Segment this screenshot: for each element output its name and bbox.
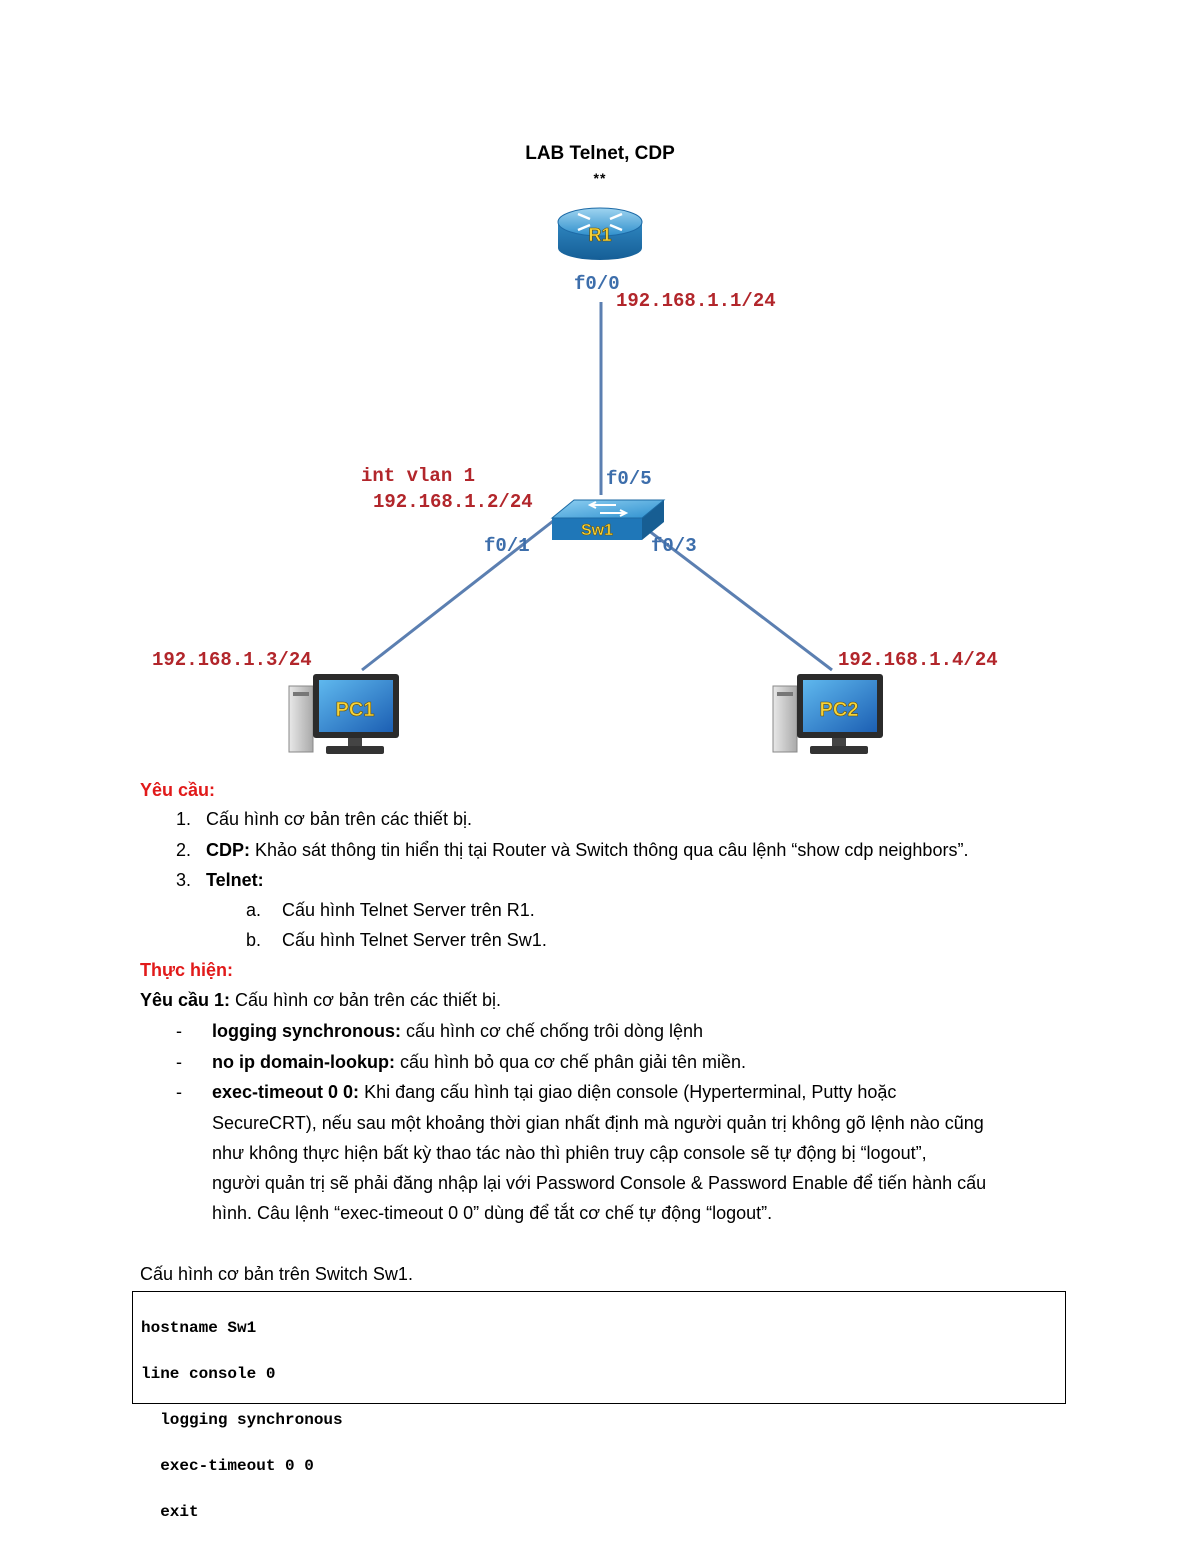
- bullet-text: cấu hình cơ chế chống trôi dòng lệnh: [401, 1021, 704, 1041]
- bullet-bold: exec-timeout 0 0:: [212, 1082, 360, 1102]
- pc2-ip-label: 192.168.1.4/24: [838, 649, 998, 671]
- page-subtitle: **: [593, 170, 607, 186]
- switch-ip-label: 192.168.1.2/24: [373, 491, 533, 513]
- pc2-icon: PC2: [772, 674, 883, 754]
- implementation-heading: Thực hiện:: [140, 960, 234, 980]
- bullet-text: cấu hình bỏ qua cơ chế phân giải tên miề…: [394, 1052, 747, 1072]
- subitem-text: Cấu hình Telnet Server trên R1.: [282, 900, 535, 920]
- switch-port-up-label: f0/5: [606, 468, 652, 490]
- requirement-number: 1.: [176, 809, 192, 829]
- bullet-dash: -: [176, 1052, 182, 1072]
- requirement-subitem-b: b. Cấu hình Telnet Server trên Sw1.: [246, 925, 547, 955]
- config-code-block: hostname Sw1 line console 0 logging sync…: [132, 1291, 1066, 1521]
- pc1-icon: PC1: [288, 674, 399, 754]
- bullet-dash: -: [176, 1021, 182, 1041]
- bullet-item-1: - logging synchronous: cấu hình cơ chế ch…: [176, 1016, 703, 1046]
- subitem-letter: b.: [246, 930, 262, 950]
- req1-line: Yêu cầu 1: Cấu hình cơ bản trên các thiế…: [140, 985, 501, 1015]
- requirement-subitem-a: a. Cấu hình Telnet Server trên R1.: [246, 895, 535, 925]
- subitem-letter: a.: [246, 900, 262, 920]
- network-diagram: R1 Sw1 PC1 PC2: [288, 207, 883, 754]
- requirement-number: 2.: [176, 840, 192, 860]
- req1-text: Cấu hình cơ bản trên các thiết bị.: [230, 990, 502, 1010]
- bullet-continuation-3: người quản trị sẽ phải đăng nhập lại với…: [212, 1173, 987, 1193]
- switch-name: Sw1: [581, 522, 613, 539]
- code-line: exit: [141, 1503, 199, 1521]
- link-sw1-pc2: [631, 516, 833, 672]
- requirement-text: Khảo sát thông tin hiển thị tại Router v…: [250, 840, 969, 860]
- requirement-number: 3.: [176, 870, 192, 890]
- switch-config-label: Cấu hình cơ bản trên Switch Sw1.: [140, 1264, 413, 1284]
- router-port-label: f0/0: [574, 273, 620, 295]
- bullet-item-2: - no ip domain-lookup: cấu hình bỏ qua cơ…: [176, 1047, 746, 1077]
- req1-bold: Yêu cầu 1:: [140, 990, 231, 1010]
- requirement-bold: Telnet:: [206, 870, 264, 890]
- bullet-text: Khi đang cấu hình tại giao diện console …: [359, 1082, 897, 1102]
- requirement-bold: CDP:: [206, 840, 250, 860]
- switch-port-left-label: f0/1: [484, 535, 530, 557]
- switch-vlan-label: int vlan 1: [361, 465, 476, 487]
- pc1-name: PC1: [336, 699, 375, 721]
- switch-port-right-label: f0/3: [651, 535, 697, 557]
- code-line: logging synchronous: [141, 1411, 343, 1429]
- code-line: exec-timeout 0 0: [141, 1457, 314, 1475]
- code-line: hostname Sw1: [141, 1319, 257, 1337]
- router-icon: R1: [557, 207, 643, 260]
- switch-icon: Sw1: [550, 499, 666, 540]
- requirement-text: Cấu hình cơ bản trên các thiết bị.: [206, 809, 472, 829]
- requirement-item-2: 2. CDP: Khảo sát thông tin hiển thị tại R…: [176, 835, 968, 865]
- bullet-item-3: - exec-timeout 0 0: Khi đang cấu hình tại…: [176, 1077, 896, 1107]
- bullet-bold: no ip domain-lookup:: [212, 1052, 395, 1072]
- requirements-heading: Yêu cầu:: [140, 780, 216, 800]
- page-title: LAB Telnet, CDP: [525, 143, 675, 164]
- router-name: R1: [588, 225, 611, 245]
- code-line: line console 0: [141, 1365, 276, 1383]
- subitem-text: Cấu hình Telnet Server trên Sw1.: [282, 930, 547, 950]
- router-ip-label: 192.168.1.1/24: [616, 290, 776, 312]
- requirement-item-1: 1. Cấu hình cơ bản trên các thiết bị.: [176, 804, 472, 834]
- bullet-bold: logging synchronous:: [212, 1021, 401, 1041]
- bullet-continuation-1: SecureCRT), nếu sau một khoảng thời gian…: [212, 1113, 984, 1133]
- requirement-item-3: 3. Telnet:: [176, 865, 264, 895]
- pc1-ip-label: 192.168.1.3/24: [152, 649, 312, 671]
- bullet-continuation-2: như không thực hiện bất kỳ thao tác nào …: [212, 1143, 927, 1163]
- bullet-dash: -: [176, 1082, 182, 1102]
- bullet-continuation-4: hình. Câu lệnh “exec-timeout 0 0” dùng đ…: [212, 1203, 773, 1223]
- link-sw1-pc1: [361, 516, 558, 672]
- pc2-name: PC2: [820, 699, 859, 721]
